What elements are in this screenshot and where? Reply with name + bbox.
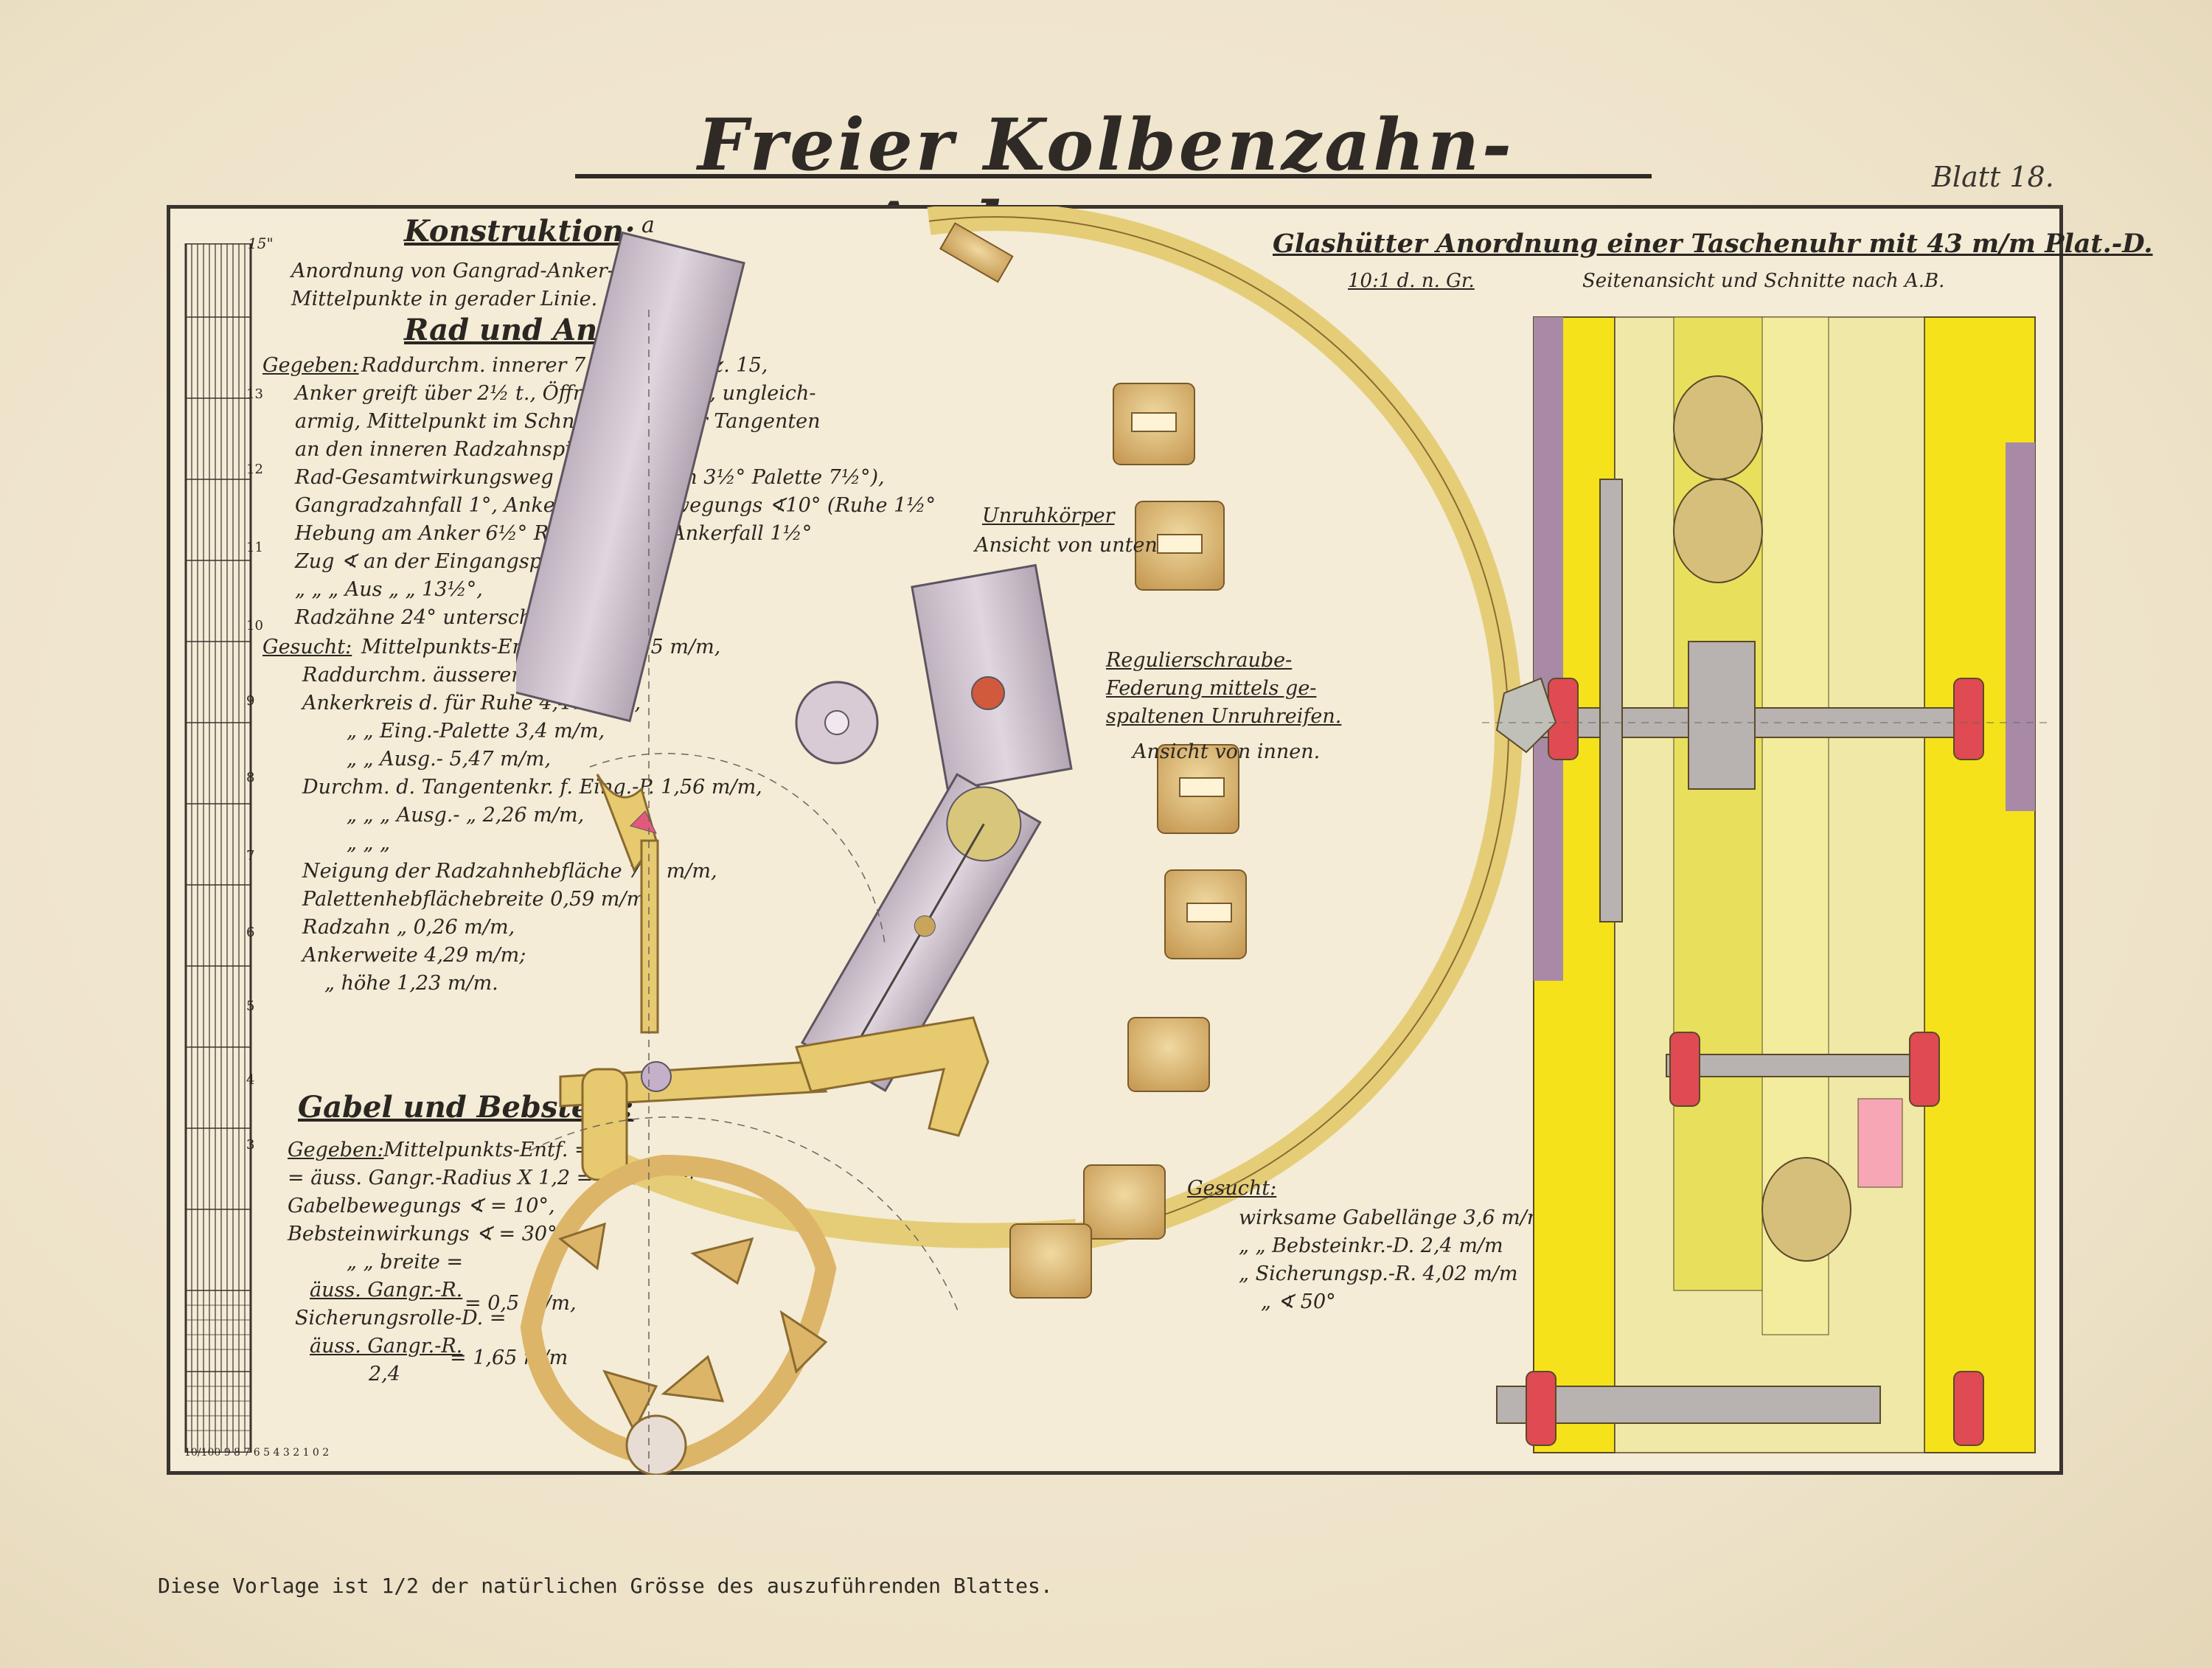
sought-line: „ „ „ bbox=[347, 832, 391, 855]
scale-top-label: 15" bbox=[248, 234, 274, 252]
glashuette-heading: Glashütter Anordnung einer Taschenuhr mi… bbox=[1273, 229, 2153, 259]
fork-line: Mittelpunkts-Entf. = bbox=[383, 1139, 591, 1161]
footer-caption: Diese Vorlage ist 1/2 der natürlichen Gr… bbox=[158, 1574, 1053, 1598]
given-label: Gegeben: bbox=[262, 354, 359, 377]
anchor-lever bbox=[559, 774, 990, 1181]
diagonal-scale bbox=[184, 243, 252, 1453]
scale-tick: 12 bbox=[246, 462, 263, 477]
watch-cross-section bbox=[1482, 316, 2050, 1453]
scale-tick: 3 bbox=[246, 1137, 255, 1153]
glashuette-scale: 10:1 d. n. Gr. bbox=[1348, 270, 1475, 292]
fork-given-label: Gegeben: bbox=[288, 1139, 384, 1161]
scale-tick: 4 bbox=[246, 1072, 255, 1088]
scale-tick: 5 bbox=[246, 998, 255, 1014]
page-title: Freier Kolbenzahn-Ankergang. bbox=[698, 103, 1514, 270]
regulator-view bbox=[800, 773, 1042, 1092]
scale-tick: 8 bbox=[246, 770, 255, 785]
scale-tick: 10 bbox=[246, 618, 263, 633]
fork-line: 2,4 bbox=[369, 1363, 400, 1386]
sought-line: Radzahn „ 0,26 m/m, bbox=[302, 916, 515, 939]
given-line: armig, Mittelpunkt im Schnittpunkte der … bbox=[295, 410, 821, 433]
scale-tick: 7 bbox=[246, 848, 255, 863]
fork-line: Gabelbewegungs ∢ = 10°, bbox=[288, 1195, 555, 1217]
sought-line: „ „ „ Ausg.- „ 2,26 m/m, bbox=[347, 804, 585, 827]
title-underline bbox=[575, 174, 1652, 178]
balance-body-view bbox=[911, 563, 1073, 792]
balance-arm bbox=[516, 231, 745, 723]
construction-heading: Konstruktion: bbox=[404, 214, 635, 249]
regulator-label: Regulierschraube- bbox=[1106, 649, 1293, 672]
fork-line: Sicherungsrolle-D. = bbox=[295, 1307, 507, 1330]
sought-label: Gesucht: bbox=[262, 636, 352, 658]
escapement-drawing: a B bbox=[516, 206, 1523, 1475]
given-line: „ „ „ Aus „ „ 13½°, bbox=[295, 578, 483, 601]
glashuette-view: Seitenansicht und Schnitte nach A.B. bbox=[1582, 270, 1945, 292]
sought-fork-line: „ Sicherungsp.-R. 4,02 m/m bbox=[1239, 1262, 1518, 1285]
scale-tick: 13 bbox=[246, 386, 263, 402]
fork-line: „ „ breite = bbox=[347, 1251, 463, 1273]
sought-line: „ höhe 1,23 m/m. bbox=[324, 972, 498, 995]
balance-body-sub: Ansicht von unten bbox=[975, 534, 1158, 557]
scale-tick: 6 bbox=[246, 925, 255, 940]
sought-fork-line: wirksame Gabellänge 3,6 m/m bbox=[1239, 1206, 1546, 1229]
scale-bottom-label: 10/100 9 8 7 6 5 4 3 2 1 0 2 bbox=[184, 1447, 330, 1459]
sought-fork-label: Gesucht: bbox=[1187, 1177, 1277, 1200]
sought-line: Ankerweite 4,29 m/m; bbox=[302, 944, 526, 967]
regulator-label: Federung mittels ge- bbox=[1106, 677, 1317, 700]
scale-tick: 11 bbox=[246, 540, 263, 555]
sought-fork-line: „ „ Bebsteinkr.-D. 2,4 m/m bbox=[1239, 1234, 1503, 1257]
sought-line: Palettenhebflächebreite 0,59 m/m, bbox=[302, 888, 652, 911]
point-b-label: B bbox=[647, 1473, 664, 1475]
sought-fork-line: „ ∢ 50° bbox=[1261, 1290, 1336, 1313]
sought-line: „ „ Ausg.- 5,47 m/m, bbox=[347, 748, 552, 771]
sought-line: „ „ Eing.-Palette 3,4 m/m, bbox=[347, 720, 605, 743]
fork-line: Bebsteinwirkungs ∢ = 30°, bbox=[288, 1223, 564, 1245]
balance-body-label: Unruhkörper bbox=[982, 504, 1115, 527]
fork-line: äuss. Gangr.-R. bbox=[310, 1279, 463, 1302]
sheet-number: Blatt 18. bbox=[1932, 161, 2054, 193]
given-line: Anker greift über 2½ t., Öffnungs-∢=60°,… bbox=[295, 382, 816, 405]
regulator-sub: Ansicht von innen. bbox=[1133, 740, 1321, 763]
fork-line: = 0,5 m/m, bbox=[465, 1292, 577, 1315]
point-a-label: a bbox=[641, 212, 655, 238]
escape-wheel bbox=[520, 1154, 837, 1475]
fork-line: äuss. Gangr.-R. bbox=[310, 1335, 463, 1358]
sought-line: Durchm. d. Tangentenkr. f. Eing.-P. 1,56… bbox=[302, 776, 762, 799]
construction-line: Mittelpunkte in gerader Linie. bbox=[291, 288, 598, 310]
scale-tick: 9 bbox=[246, 693, 255, 709]
regulator-label: spaltenen Unruhreifen. bbox=[1106, 705, 1342, 728]
